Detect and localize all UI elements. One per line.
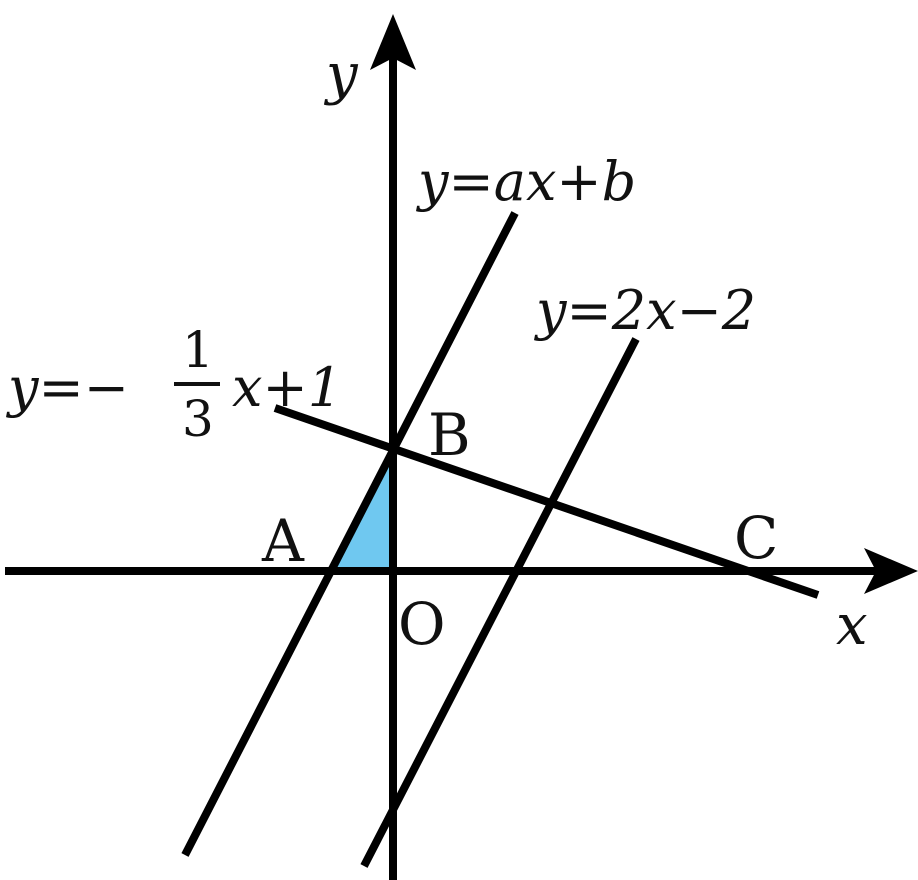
fraction-numerator: 1 [182, 321, 214, 379]
equation-neg-third-x-plus-1: y=− 1 3 x+1 [6, 321, 342, 448]
point-A-label: A [261, 507, 305, 575]
line-neg-third-x-plus-1 [273, 404, 820, 599]
y-axis-label: y [323, 42, 359, 107]
equation-ax-plus-b: y=ax+b [416, 150, 636, 213]
equation-3-prefix: y=− [6, 356, 129, 419]
y-axis-arrowhead [370, 14, 416, 70]
point-C-label: C [734, 504, 778, 572]
x-axis-label: x [836, 593, 868, 658]
equation-2x-minus-2: y=2x−2 [534, 279, 756, 342]
line-2x-minus-2 [360, 337, 640, 868]
origin-label: O [398, 590, 446, 658]
fraction-denominator: 3 [182, 390, 214, 448]
point-B-label: B [428, 401, 471, 469]
line-ax-plus-b [181, 211, 519, 857]
x-axis-arrowhead [864, 548, 918, 594]
equation-3-suffix: x+1 [232, 356, 342, 419]
